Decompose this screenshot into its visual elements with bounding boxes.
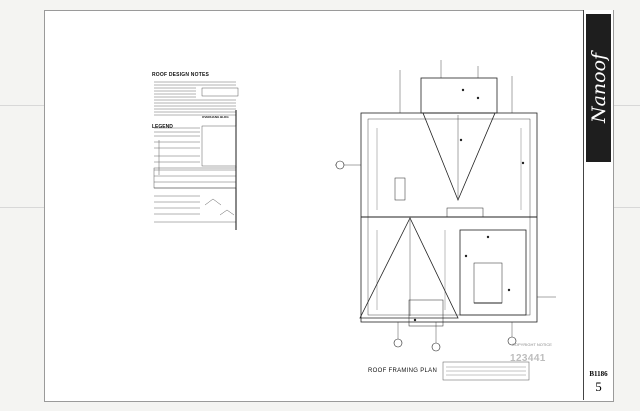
drawing-sheet (44, 10, 614, 402)
brand-logo: Nanoof (586, 14, 611, 162)
overhang-label: OVERHANG BLDG (202, 115, 229, 119)
legend-title: LEGEND (152, 124, 173, 130)
roof-design-notes: ROOF DESIGN NOTES OVERHANG BLDG LEGEND (152, 72, 240, 230)
section-marker (393, 338, 403, 348)
notes-title: ROOF DESIGN NOTES (152, 72, 210, 78)
right-bay (459, 229, 527, 316)
engineer-stamp-box (442, 361, 530, 381)
plan-title: ROOF FRAMING PLAN (368, 368, 438, 374)
title-block: Nanoof B1186 5 (583, 10, 613, 400)
section-marker (335, 160, 345, 170)
plan-number: B1186 (589, 370, 608, 378)
section-marker (507, 336, 517, 346)
logo-text: Nanoof (587, 52, 610, 124)
upper-hip (422, 112, 496, 202)
section-marker (431, 342, 441, 352)
sheet-number: 5 (595, 379, 602, 394)
front-projection (420, 77, 498, 114)
copyright-notice: COPYRIGHT NOTICE (512, 342, 552, 347)
watermark-number: 123441 (510, 353, 546, 364)
